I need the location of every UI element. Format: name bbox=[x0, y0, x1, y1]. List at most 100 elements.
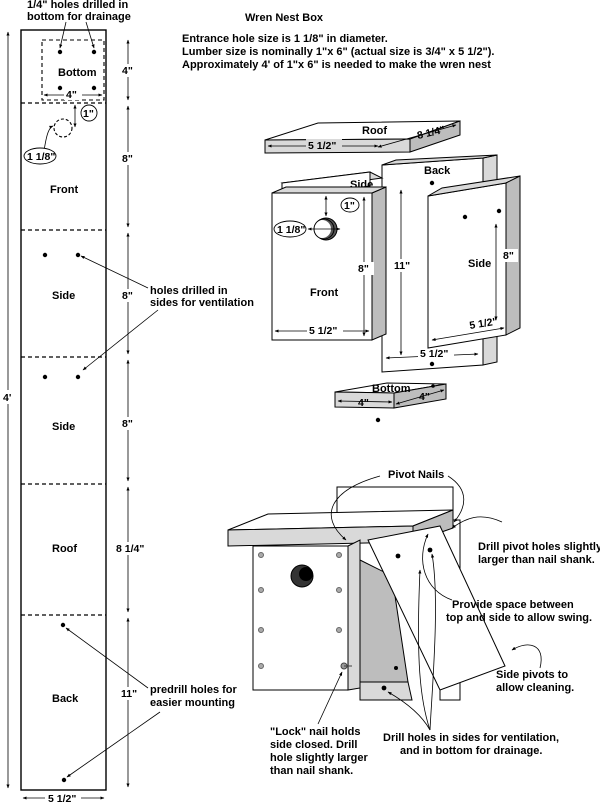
leader-line bbox=[451, 516, 503, 529]
assembled-view: Pivot Nails Drill pivot holes slightly l… bbox=[227, 469, 600, 777]
drain-note: bottom for drainage bbox=[27, 11, 131, 23]
info-line: Lumber size is nominally 1"x 6" (actual … bbox=[182, 46, 495, 58]
roof-width-dim: 5 1/2" bbox=[308, 140, 336, 152]
dim-hole-offset: 1" bbox=[83, 108, 94, 120]
leader-line bbox=[422, 533, 453, 601]
mounting-hole bbox=[61, 777, 67, 783]
note-lock-nail: hole slightly larger bbox=[270, 752, 369, 764]
drain-hole bbox=[394, 666, 398, 670]
vent-hole bbox=[496, 208, 502, 214]
dim-bottom-width: 4" bbox=[66, 89, 77, 101]
back-label: Back bbox=[424, 165, 451, 177]
leader-line bbox=[59, 21, 67, 49]
front-hole-offset: 1" bbox=[344, 200, 355, 212]
vent-hole bbox=[427, 547, 433, 553]
dim-side: 8" bbox=[122, 418, 133, 430]
front-label: Front bbox=[310, 287, 338, 299]
note-lock-nail: than nail shank. bbox=[270, 765, 353, 777]
drain-hole bbox=[57, 49, 63, 55]
section-label-back: Back bbox=[52, 693, 79, 705]
diagram-title: Wren Nest Box bbox=[245, 12, 324, 24]
bottom-label: Bottom bbox=[372, 383, 411, 395]
front-width-dim: 5 1/2" bbox=[309, 325, 337, 337]
drain-hole bbox=[375, 417, 381, 423]
mounting-hole bbox=[60, 622, 66, 628]
note-provide-space: Provide space between bbox=[452, 599, 574, 611]
side-right-label: Side bbox=[468, 258, 491, 270]
note-drill-holes: Drill holes in sides for ventilation, bbox=[383, 732, 559, 744]
drain-hole bbox=[91, 85, 97, 91]
section-label-side: Side bbox=[52, 421, 75, 433]
vent-hole bbox=[462, 214, 468, 220]
side-right-height-dim: 8" bbox=[503, 250, 514, 262]
front-height-dim: 8" bbox=[358, 263, 369, 275]
note-lock-nail: side closed. Drill bbox=[270, 739, 357, 751]
leader-line bbox=[43, 125, 54, 152]
vent-note: sides for ventilation bbox=[150, 297, 254, 309]
note-drill-holes: and in bottom for drainage. bbox=[400, 745, 542, 757]
bottom-dim-b: 4" bbox=[419, 391, 430, 403]
note-side-pivots: allow cleaning. bbox=[496, 682, 574, 694]
mounting-hole bbox=[431, 384, 435, 388]
dim-front: 8" bbox=[122, 153, 133, 165]
exploded-roof: Roof 5 1/2" 8 1/4" bbox=[264, 120, 461, 154]
roof-label: Roof bbox=[362, 125, 387, 137]
drain-hole bbox=[57, 85, 63, 91]
dim-back: 11" bbox=[121, 688, 137, 700]
cut-board: 1/4" holes drilled in bottom for drainag… bbox=[2, 0, 254, 803]
hole-callout-bubble bbox=[80, 104, 98, 122]
section-label-bottom: Bottom bbox=[58, 67, 97, 79]
dim-roof: 8 1/4" bbox=[116, 543, 144, 555]
back-height-dim: 11" bbox=[394, 260, 410, 272]
dim-board-width: 5 1/2" bbox=[48, 793, 76, 803]
back-width-dim: 5 1/2" bbox=[420, 348, 448, 360]
exploded-bottom: Bottom 4" 4" bbox=[334, 382, 447, 423]
drain-note: 1/4" holes drilled in bbox=[27, 0, 128, 11]
drain-hole bbox=[91, 49, 97, 55]
note-drill-pivot: Drill pivot holes slightly bbox=[478, 541, 600, 553]
dim-line bbox=[377, 124, 457, 148]
info-line: Approximately 4' of 1"x 6" is needed to … bbox=[182, 59, 491, 71]
dim-hole-size: 1 1/8" bbox=[27, 151, 55, 163]
leader-line bbox=[447, 475, 465, 523]
hole-size-callout bbox=[273, 220, 307, 238]
leader-line bbox=[418, 569, 431, 731]
front-hole-size: 1 1/8" bbox=[277, 224, 305, 236]
exploded-front: 1" 1 1/8" 8" Front 5 1/2" bbox=[271, 186, 387, 341]
predrill-note: easier mounting bbox=[150, 697, 235, 709]
entrance-hole-outline bbox=[53, 118, 73, 138]
leader-line bbox=[65, 627, 149, 689]
dim-bottom: 4" bbox=[122, 65, 133, 77]
mounting-hole bbox=[429, 180, 435, 186]
leader-line bbox=[429, 553, 436, 731]
vent-hole bbox=[395, 553, 401, 559]
info-line: Entrance hole size is 1 1/8" in diameter… bbox=[182, 33, 388, 45]
dim-line bbox=[431, 327, 505, 341]
section-label-front: Front bbox=[50, 184, 78, 196]
side-right-width-dim: 5 1/2" bbox=[469, 316, 499, 332]
dim-line bbox=[395, 389, 445, 405]
mounting-hole bbox=[429, 361, 435, 367]
leader-line bbox=[330, 475, 381, 541]
leader-line bbox=[82, 309, 159, 371]
vent-hole bbox=[75, 252, 81, 258]
leader-line bbox=[80, 255, 149, 289]
leader-line bbox=[66, 711, 161, 778]
vent-hole bbox=[42, 374, 48, 380]
leader-line bbox=[511, 644, 542, 669]
dim-total-length: 4' bbox=[3, 392, 11, 404]
bottom-dim-a: 4" bbox=[358, 397, 369, 409]
dim-line bbox=[337, 399, 393, 404]
leader-line bbox=[317, 671, 343, 725]
predrill-note: predrill holes for bbox=[150, 684, 238, 696]
dim-side: 8" bbox=[122, 290, 133, 302]
leader-line bbox=[85, 21, 95, 49]
bottom-piece-outline bbox=[41, 39, 105, 101]
note-side-pivots: Side pivots to bbox=[496, 669, 568, 681]
vent-hole bbox=[42, 252, 48, 258]
pivot-nails-label: Pivot Nails bbox=[388, 469, 444, 481]
note-lock-nail: "Lock" nail holds bbox=[270, 726, 361, 738]
drain-hole bbox=[381, 685, 387, 691]
exploded-side-right: Side 8" 5 1/2" bbox=[427, 175, 521, 349]
note-drill-pivot: larger than nail shank. bbox=[478, 554, 595, 566]
